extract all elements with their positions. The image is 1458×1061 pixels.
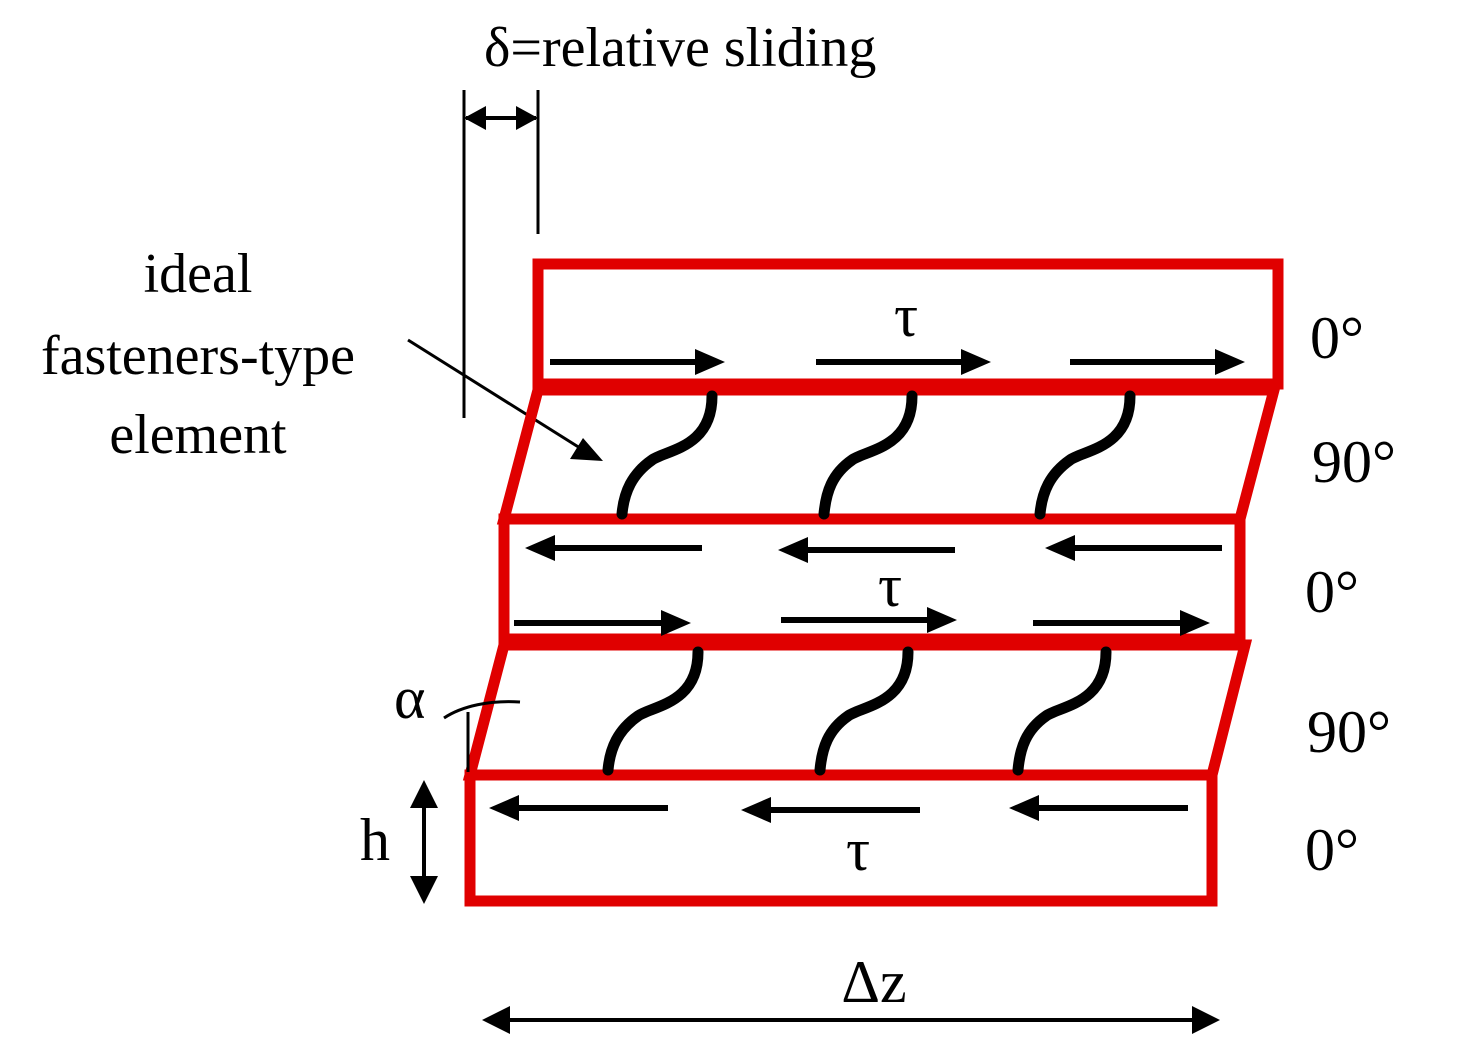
fastener-curve [818,390,918,520]
fastener-curve [1012,646,1112,776]
shear-arrow-left [778,537,955,563]
shear-arrow-right [816,349,991,375]
shear-arrow-left [741,797,920,823]
tau-symbol-middle: τ [878,553,902,619]
shear-arrow-left [1009,795,1188,821]
alpha-angle-arc [443,700,521,720]
fastener-elements [602,390,1136,776]
shear-arrow-left [525,535,702,561]
shear-arrow-left [489,795,668,821]
ply-orientation-1: 0° [1310,305,1364,371]
shear-arrow-right [1070,349,1245,375]
delta-double-arrow [464,106,538,130]
fastener-curve [1034,390,1136,520]
fastener-label-line3: element [109,404,287,466]
alpha-symbol: α [394,665,425,731]
shear-arrow-right [514,610,691,636]
relative-sliding-title: δ=relative sliding [484,17,876,79]
ply-orientation-4: 90° [1307,699,1391,765]
shear-arrows [489,349,1245,823]
shear-arrow-right [550,349,725,375]
tau-symbol-bottom: τ [846,817,870,883]
ply-orientation-2: 90° [1312,429,1396,495]
width-symbol: Δz [841,949,906,1015]
fastener-curve [814,646,914,776]
ply-0deg-top [532,258,1284,390]
fastener-curve [602,646,704,776]
ply-orientation-5: 0° [1305,817,1359,883]
fastener-label-line2: fasteners-type [41,325,355,387]
height-double-arrow [410,780,438,904]
shear-arrow-right [781,607,957,633]
shear-arrow-left [1045,535,1222,561]
tau-symbol-top: τ [894,283,918,349]
ply-0deg-bottom [464,769,1218,907]
fastener-curve [616,390,718,520]
width-double-arrow [482,1006,1220,1034]
ply-0deg-middle [498,513,1246,645]
fastener-pointer-arrow [407,338,603,461]
fastener-label-line1: ideal [144,243,253,305]
shear-arrow-right [1033,610,1210,636]
ply-orientation-3: 0° [1305,559,1359,625]
height-symbol: h [360,807,390,873]
